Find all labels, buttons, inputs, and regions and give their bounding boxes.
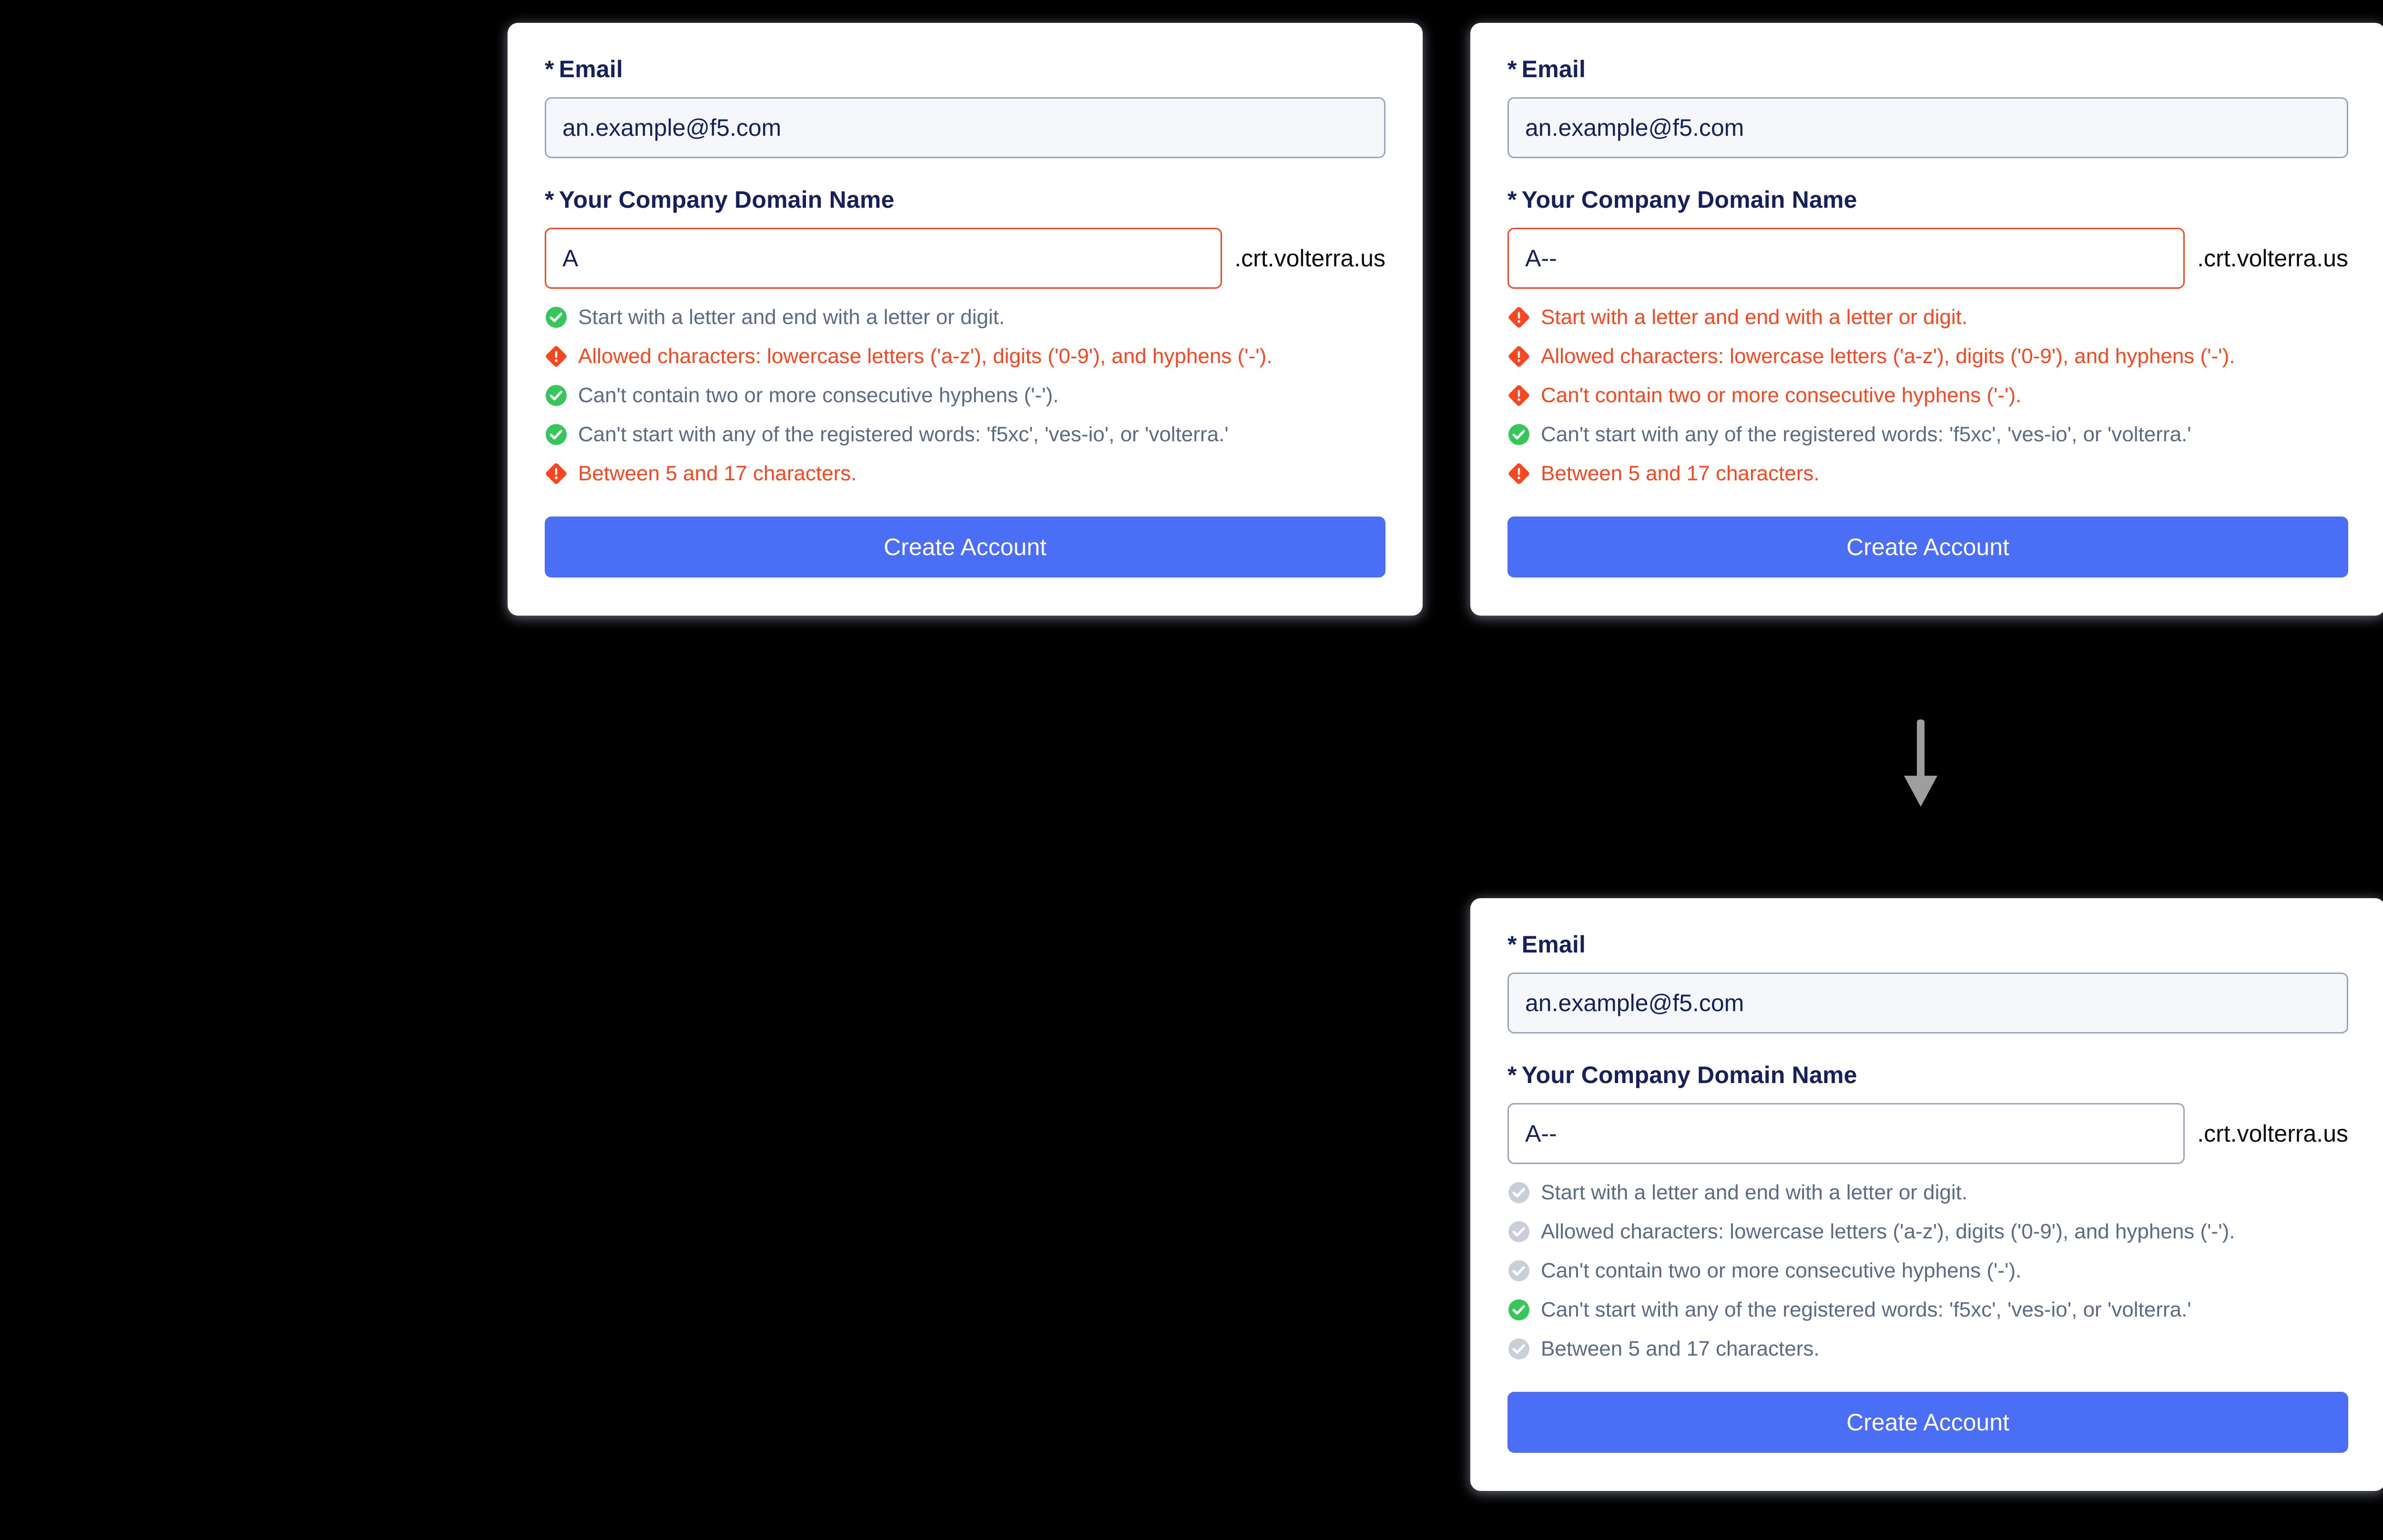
- error-diamond-icon: [1507, 345, 1530, 368]
- domain-label-text: Your Company Domain Name: [559, 186, 895, 213]
- error-diamond-icon: [1507, 306, 1530, 329]
- validation-rule-text: Start with a letter and end with a lette…: [1541, 305, 1968, 329]
- validation-rule: Can't start with any of the registered w…: [1507, 1298, 2348, 1321]
- create-account-button[interactable]: Create Account: [1507, 517, 2348, 578]
- error-diamond-icon: [1507, 384, 1530, 407]
- validation-rule: Can't contain two or more consecutive hy…: [545, 384, 1385, 407]
- signup-card-right: *Email *Your Company Domain Name .crt.vo…: [1470, 23, 2383, 616]
- validation-rule-text: Between 5 and 17 characters.: [1541, 1337, 1820, 1360]
- validation-rule-text: Can't start with any of the registered w…: [1541, 1298, 2191, 1321]
- validation-rule: Between 5 and 17 characters.: [545, 462, 1385, 485]
- validation-rule-text: Allowed characters: lowercase letters ('…: [1541, 1220, 2235, 1243]
- validation-rule-list: Start with a letter and end with a lette…: [545, 306, 1385, 485]
- required-asterisk: *: [1507, 186, 1517, 213]
- spacer: [1507, 1033, 2348, 1063]
- domain-suffix-label: .crt.volterra.us: [2197, 1120, 2348, 1147]
- validation-rule: Can't contain two or more consecutive hy…: [1507, 384, 2348, 407]
- check-circle-muted-icon: [1507, 1337, 1530, 1360]
- check-circle-muted-icon: [1507, 1220, 1530, 1243]
- domain-input[interactable]: [545, 228, 1222, 289]
- signup-card-left: *Email *Your Company Domain Name .crt.vo…: [508, 23, 1423, 616]
- validation-rule: Allowed characters: lowercase letters ('…: [545, 345, 1385, 368]
- validation-rule: Can't contain two or more consecutive hy…: [1507, 1259, 2348, 1282]
- email-input[interactable]: [1507, 97, 2348, 158]
- email-label: *Email: [1507, 57, 2348, 81]
- validation-rule: Start with a letter and end with a lette…: [1507, 1181, 2348, 1204]
- validation-rule-text: Allowed characters: lowercase letters ('…: [1541, 344, 2235, 368]
- signup-card-bottom: *Email *Your Company Domain Name .crt.vo…: [1470, 898, 2383, 1491]
- create-account-button[interactable]: Create Account: [545, 517, 1385, 578]
- required-asterisk: *: [545, 56, 554, 82]
- check-circle-icon: [1507, 423, 1530, 446]
- domain-input-row: .crt.volterra.us: [545, 228, 1385, 289]
- create-account-button[interactable]: Create Account: [1507, 1392, 2348, 1453]
- validation-rule-text: Start with a letter and end with a lette…: [578, 305, 1005, 329]
- validation-rule-text: Can't contain two or more consecutive hy…: [1541, 1259, 2022, 1282]
- domain-input-row: .crt.volterra.us: [1507, 1103, 2348, 1164]
- spacer: [545, 158, 1385, 188]
- check-circle-icon: [545, 384, 568, 407]
- validation-rule-text: Start with a letter and end with a lette…: [1541, 1181, 1968, 1204]
- validation-rule: Between 5 and 17 characters.: [1507, 1337, 2348, 1360]
- email-label-text: Email: [1521, 56, 1586, 82]
- required-asterisk: *: [545, 186, 554, 213]
- check-circle-muted-icon: [1507, 1259, 1530, 1282]
- domain-label: *Your Company Domain Name: [1507, 188, 2348, 212]
- arrow-down-icon: [1894, 719, 1947, 808]
- email-label: *Email: [1507, 932, 2348, 956]
- validation-rule: Allowed characters: lowercase letters ('…: [1507, 345, 2348, 368]
- required-asterisk: *: [1507, 1062, 1517, 1088]
- email-input[interactable]: [545, 97, 1385, 158]
- domain-suffix-label: .crt.volterra.us: [1234, 245, 1385, 272]
- validation-rule-text: Can't contain two or more consecutive hy…: [1541, 384, 2022, 407]
- domain-label-text: Your Company Domain Name: [1521, 186, 1857, 213]
- email-label-text: Email: [1521, 931, 1586, 958]
- validation-rule-text: Can't start with any of the registered w…: [1541, 423, 2191, 446]
- domain-input[interactable]: [1507, 228, 2185, 289]
- validation-rule-list: Start with a letter and end with a lette…: [1507, 1181, 2348, 1360]
- email-label-text: Email: [559, 56, 623, 82]
- validation-rule-text: Can't contain two or more consecutive hy…: [578, 384, 1059, 407]
- validation-rule: Allowed characters: lowercase letters ('…: [1507, 1220, 2348, 1243]
- validation-rule-text: Allowed characters: lowercase letters ('…: [578, 344, 1273, 368]
- check-circle-icon: [545, 306, 568, 329]
- domain-label: *Your Company Domain Name: [1507, 1063, 2348, 1087]
- validation-rule-text: Can't start with any of the registered w…: [578, 423, 1229, 446]
- domain-suffix-label: .crt.volterra.us: [2197, 245, 2348, 272]
- error-diamond-icon: [545, 462, 568, 485]
- validation-rule: Start with a letter and end with a lette…: [545, 306, 1385, 329]
- email-label: *Email: [545, 57, 1385, 81]
- domain-label: *Your Company Domain Name: [545, 188, 1385, 212]
- domain-input-row: .crt.volterra.us: [1507, 228, 2348, 289]
- validation-rule-text: Between 5 and 17 characters.: [578, 462, 857, 485]
- check-circle-icon: [545, 423, 568, 446]
- error-diamond-icon: [545, 345, 568, 368]
- validation-rule: Can't start with any of the registered w…: [1507, 423, 2348, 446]
- validation-rule-text: Between 5 and 17 characters.: [1541, 462, 1820, 485]
- error-diamond-icon: [1507, 462, 1530, 485]
- validation-rule: Can't start with any of the registered w…: [545, 423, 1385, 446]
- validation-rule-list: Start with a letter and end with a lette…: [1507, 306, 2348, 485]
- required-asterisk: *: [1507, 56, 1517, 82]
- check-circle-icon: [1507, 1298, 1530, 1321]
- domain-input[interactable]: [1507, 1103, 2185, 1164]
- validation-rule: Between 5 and 17 characters.: [1507, 462, 2348, 485]
- required-asterisk: *: [1507, 931, 1517, 958]
- check-circle-muted-icon: [1507, 1181, 1530, 1204]
- spacer: [1507, 158, 2348, 188]
- validation-rule: Start with a letter and end with a lette…: [1507, 306, 2348, 329]
- email-input[interactable]: [1507, 973, 2348, 1033]
- domain-label-text: Your Company Domain Name: [1521, 1062, 1857, 1088]
